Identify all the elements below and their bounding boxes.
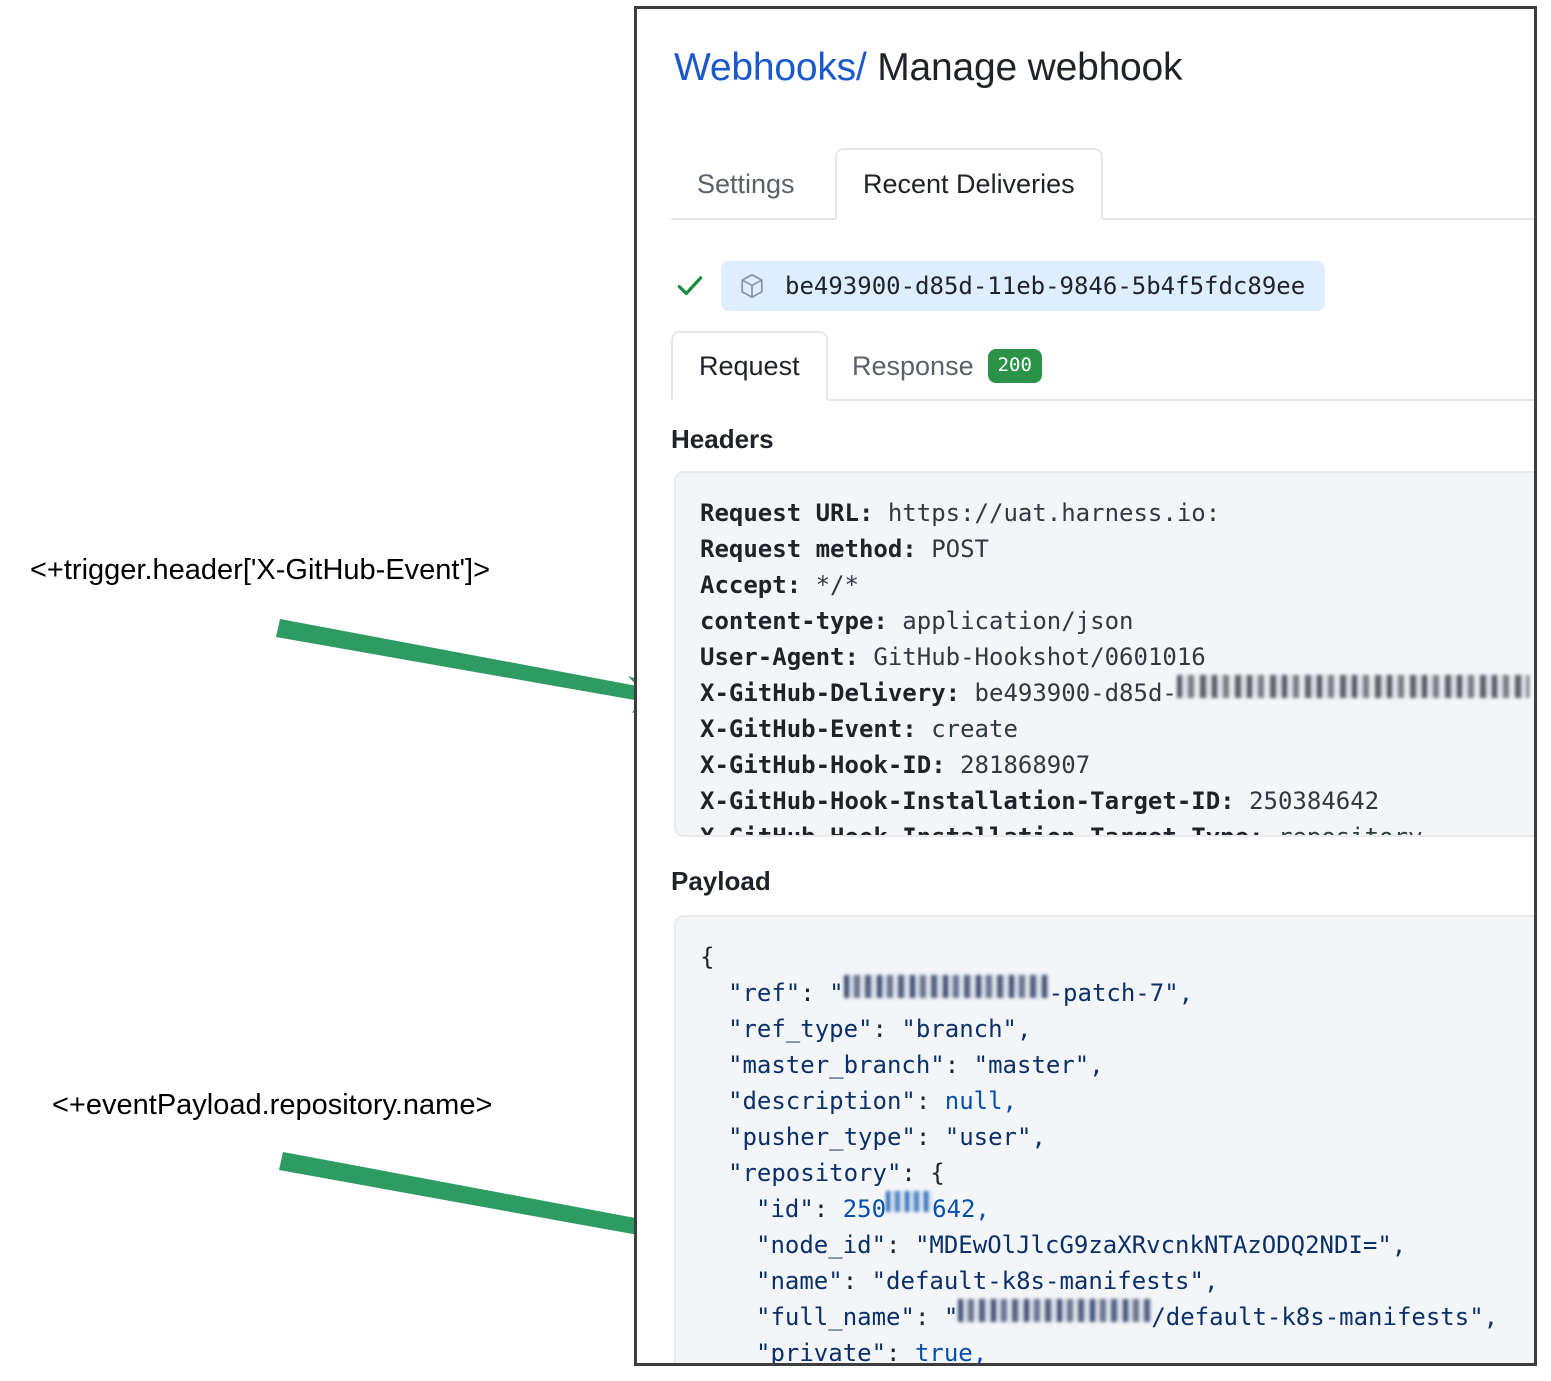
check-icon [673,269,707,303]
sub-tab-bar: Request Response 200 [671,331,1534,401]
payload-code-block: { "ref": "xxxxxxxxxxxxxx-patch-7", "ref_… [674,915,1534,1363]
annotation-event-payload: <+eventPayload.repository.name> [52,1089,493,1121]
tab-request-label: Request [699,350,800,381]
header-row: X-GitHub-Delivery: be493900-d85d-xxxxxxx… [700,675,1534,711]
json-line: "master_branch": "master", [728,1051,1104,1079]
json-line: "ref": "xxxxxxxxxxxxxx-patch-7", [700,975,1534,1011]
headers-section-label: Headers [671,424,774,454]
annotation-trigger-header: <+trigger.header['X-GitHub-Event']> [30,554,491,586]
header-row: X-GitHub-Hook-Installation-Target-ID: 25… [700,787,1380,815]
tab-response[interactable]: Response 200 [826,331,1068,401]
delivery-id-text: be493900-d85d-11eb-9846-5b4f5fdc89ee [785,272,1306,300]
header-row: content-type: application/json [700,607,1134,635]
json-line: "id": 250xxx642, [700,1191,1534,1227]
header-row: Accept: */* [700,571,859,599]
redacted-owner-name: xxxxxxxxxxxxx [958,1299,1152,1322]
webhook-panel: Webhooks/ Manage webhook Settings Recent… [634,6,1537,1366]
json-line: "ref_type": "branch", [728,1015,1032,1043]
redacted-username: xxxxxxxxxxxxxx [843,975,1049,998]
tab-request[interactable]: Request [671,331,828,401]
status-badge: 200 [987,349,1042,383]
package-icon [737,271,767,301]
tab-recent-deliveries-label: Recent Deliveries [863,168,1075,199]
tab-settings[interactable]: Settings [671,148,821,220]
page-title: Webhooks/ Manage webhook [674,44,1183,92]
arrow-to-x-github-event [276,619,689,713]
json-line: "name": "default-k8s-manifests", [756,1267,1219,1295]
json-line: "private": true, [756,1339,988,1363]
json-line: "full_name": "xxxxxxxxxxxxx/default-k8s-… [700,1299,1534,1335]
delivery-row[interactable]: be493900-d85d-11eb-9846-5b4f5fdc89ee [673,259,1326,313]
header-row: X-GitHub-Hook-ID: 281868907 [700,751,1091,779]
tab-bar: Settings Recent Deliveries [671,148,1534,220]
json-line: "pusher_type": "user", [728,1123,1046,1151]
breadcrumb-current: Manage webhook [877,46,1183,89]
header-row: Request method: POST [700,535,989,563]
tab-recent-deliveries[interactable]: Recent Deliveries [835,148,1103,220]
header-row: Request URL: https://uat.harness.io: [700,499,1221,527]
header-row: User-Agent: GitHub-Hookshot/0601016 [700,643,1206,671]
redacted-delivery-id: xxxxxxxxxxxxxxxxxxxxxxxx [1176,675,1529,698]
tab-settings-label: Settings [697,168,795,199]
header-row: X-GitHub-Event: create [700,715,1018,743]
tab-response-label: Response [852,350,974,381]
json-line: { [700,943,715,971]
redacted-repo-id: xxx [886,1191,933,1212]
json-line: "repository": { [728,1159,945,1187]
headers-code-block: Request URL: https://uat.harness.io: Req… [674,471,1534,837]
header-row: X-GitHub-Hook-Installation-Target-Type: … [700,823,1423,837]
json-line: "node_id": "MDEwOlJlcG9zaXRvcnkNTAzODQ2N… [756,1231,1407,1259]
breadcrumb-separator: / [855,46,867,89]
json-line: "description": null, [728,1087,1017,1115]
breadcrumb-link-webhooks[interactable]: Webhooks [674,46,856,89]
delivery-id-chip[interactable]: be493900-d85d-11eb-9846-5b4f5fdc89ee [721,261,1326,311]
payload-section-label: Payload [671,866,771,896]
